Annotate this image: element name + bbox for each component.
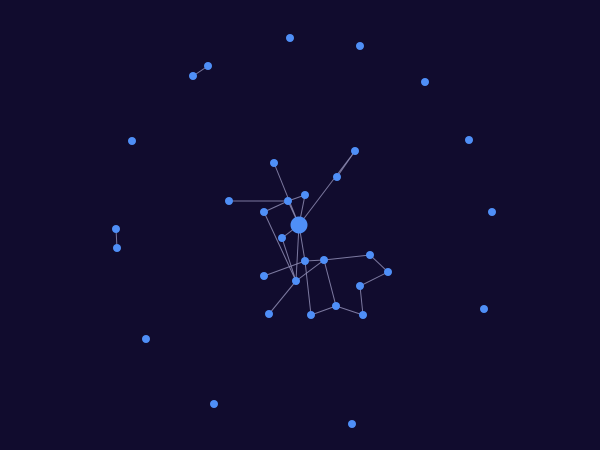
edges-layer <box>115 65 389 316</box>
graph-node[interactable] <box>278 234 286 242</box>
edge-n7-n10 <box>263 260 306 277</box>
graph-node[interactable] <box>292 277 300 285</box>
graph-node[interactable] <box>384 268 392 276</box>
graph-node[interactable] <box>307 311 315 319</box>
graph-node[interactable] <box>286 34 294 42</box>
graph-node[interactable] <box>465 136 473 144</box>
edge-n11-n17 <box>323 254 371 261</box>
edge-n0-n2 <box>273 162 300 226</box>
graph-node[interactable] <box>488 208 496 216</box>
graph-node[interactable] <box>421 78 429 86</box>
graph-node[interactable] <box>356 42 364 50</box>
graph-node[interactable] <box>189 72 197 80</box>
graph-node[interactable] <box>204 62 212 70</box>
edge-n11-n12 <box>295 259 325 282</box>
edge-n11-n15 <box>323 259 337 307</box>
graph-node[interactable] <box>320 256 328 264</box>
graph-node[interactable] <box>366 251 374 259</box>
edge-n0-n6 <box>298 150 356 226</box>
graph-node[interactable] <box>348 420 356 428</box>
edge-n0-n12 <box>295 224 300 282</box>
edge-n17-n18 <box>369 254 389 273</box>
graph-node[interactable] <box>113 244 121 252</box>
graph-node[interactable] <box>260 272 268 280</box>
graph-node[interactable] <box>260 208 268 216</box>
nodes-layer <box>112 34 496 428</box>
edge-n14-n15 <box>310 305 337 316</box>
edge-n4-n12 <box>281 237 297 282</box>
edge-n16-n18 <box>359 271 389 287</box>
graph-node[interactable] <box>142 335 150 343</box>
graph-node[interactable] <box>301 257 309 265</box>
edge-n15-n19 <box>335 305 364 316</box>
graph-node[interactable] <box>210 400 218 408</box>
graph-node[interactable] <box>356 282 364 290</box>
graph-node[interactable] <box>128 137 136 145</box>
graph-node[interactable] <box>351 147 359 155</box>
graph-node[interactable] <box>332 302 340 310</box>
edge-n12-n13 <box>268 280 297 315</box>
graph-node[interactable] <box>225 197 233 205</box>
graph-node[interactable] <box>265 310 273 318</box>
graph-node[interactable] <box>359 311 367 319</box>
graph-node[interactable] <box>301 191 309 199</box>
graph-node[interactable] <box>112 225 120 233</box>
graph-node[interactable] <box>480 305 488 313</box>
edge-n9-n12 <box>263 211 297 282</box>
hub-node[interactable] <box>290 216 308 234</box>
graph-node[interactable] <box>284 197 292 205</box>
edge-n7-n14 <box>304 260 312 316</box>
edge-n1-n9 <box>263 200 289 213</box>
graph-node[interactable] <box>270 159 278 167</box>
graph-node[interactable] <box>333 173 341 181</box>
edge-n16-n19 <box>359 285 364 316</box>
edge-n5-n6 <box>336 150 356 178</box>
